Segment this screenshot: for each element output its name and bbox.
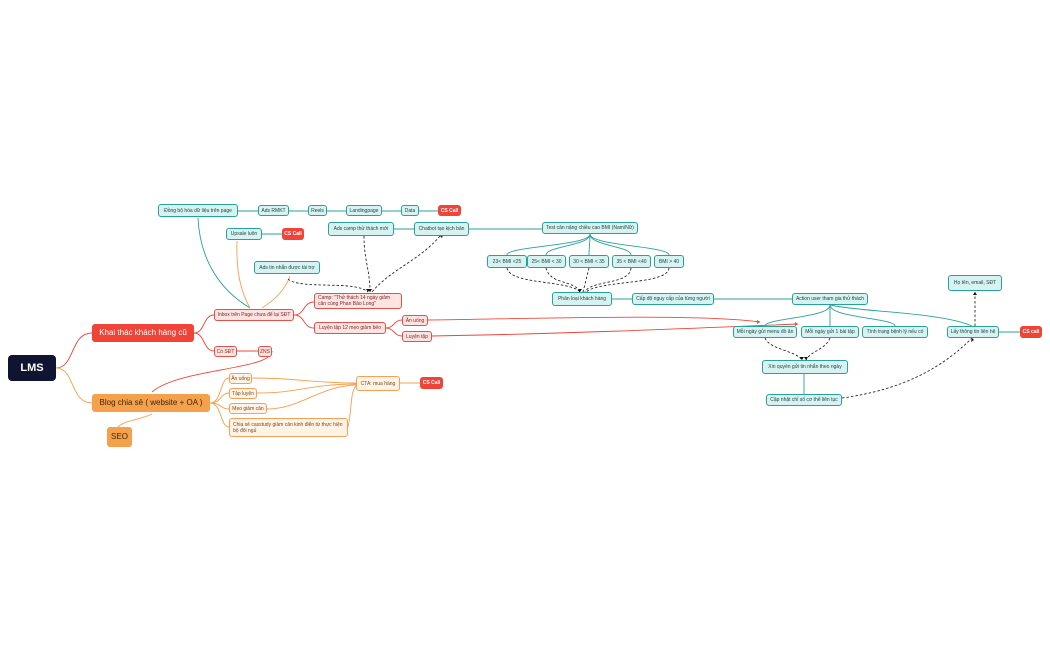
- luyen-tap-12-node[interactable]: Luyện tập 12 mẹo giảm béo: [314, 322, 386, 334]
- cs-call-data[interactable]: CS Call: [438, 205, 461, 216]
- inbox-node[interactable]: Inbox trên Page chưa để lại SĐT: [214, 309, 294, 321]
- moi-ngay-menu-node[interactable]: Mỗi ngày gửi menu đồ ăn: [733, 326, 797, 338]
- bmi-level-3[interactable]: 30 < BMI < 35: [569, 255, 609, 268]
- blog-tap-luyen-node[interactable]: Tập luyện: [229, 388, 257, 399]
- phan-loai-node[interactable]: Phân loại khách hàng: [552, 292, 612, 306]
- blog-an-uong-node[interactable]: Ăn uống: [229, 373, 252, 384]
- ho-ten-node[interactable]: Họ tên, email, SĐT: [948, 275, 1002, 291]
- branch-blog[interactable]: Blog chia sẻ ( website + OA ): [92, 394, 210, 412]
- bmi-level-4[interactable]: 35 < BMI <40: [612, 255, 651, 268]
- luyen-tap-node[interactable]: Luyện tập: [402, 331, 432, 342]
- moi-ngay-bai-tap-node[interactable]: Mỗi ngày gửi 1 bài tập: [801, 326, 859, 338]
- co-sdt-node[interactable]: Có SĐT: [214, 346, 237, 357]
- root-node[interactable]: LMS: [8, 355, 56, 381]
- branch-khai-thac[interactable]: Khai thác khách hàng cũ: [92, 324, 194, 342]
- cs-call-upsale[interactable]: CS Call: [282, 228, 304, 240]
- test-bmi-node[interactable]: Test cân nặng chiều cao BMI (Nam/Nữ): [542, 222, 638, 234]
- bmi-level-2[interactable]: 25< BMI < 30: [527, 255, 566, 268]
- bmi-level-1[interactable]: 23< BMI <25: [487, 255, 527, 268]
- blog-case-node[interactable]: Chia sẻ casstudy giảm cân kinh điển từ t…: [229, 418, 348, 437]
- bmi-level-5[interactable]: BMI > 40: [654, 255, 684, 268]
- cs-call-contact[interactable]: CS call: [1020, 326, 1042, 338]
- ads-camp-node[interactable]: Ads camp thử thách mới: [328, 222, 394, 236]
- blog-meo-node[interactable]: Mẹo giảm cân: [229, 403, 267, 414]
- upsale-node[interactable]: Upsale luôn: [226, 228, 262, 240]
- data-node[interactable]: Data: [401, 205, 419, 216]
- tinh-trang-node[interactable]: Tình trạng bệnh lý nếu có: [862, 326, 928, 338]
- cap-nhat-node[interactable]: Cập nhật chỉ số cơ thể liên tục: [766, 394, 842, 406]
- chatbot-node[interactable]: Chatbot tạo kịch bản: [414, 222, 469, 236]
- reels-node[interactable]: Reels: [308, 205, 327, 216]
- lay-thong-tin-node[interactable]: Lấy thông tin liên hệ: [947, 326, 999, 338]
- an-uong-node[interactable]: Ăn uống: [402, 315, 428, 326]
- seo-node[interactable]: SEO: [107, 427, 132, 447]
- xin-quyen-node[interactable]: Xin quyền gửi tin nhắn theo ngày: [762, 360, 848, 374]
- zns-node[interactable]: ZNS: [258, 346, 272, 357]
- cap-do-node[interactable]: Cấp độ nguy cấp của từng người: [632, 293, 714, 305]
- action-user-node[interactable]: Action user tham gia thử thách: [792, 293, 868, 305]
- dong-bo-node[interactable]: Đồng bộ hóa dữ liệu trên page: [158, 204, 238, 217]
- ads-tin-nhan-node[interactable]: Ads tin nhắn được tái trợ: [254, 261, 320, 274]
- landingpage-node[interactable]: Landingpage: [346, 205, 382, 216]
- cs-call-cta[interactable]: CS Call: [420, 377, 443, 389]
- camp-challenge-node[interactable]: Camp: "Thử thách 14 ngày giảm cân cùng P…: [314, 293, 402, 309]
- ads-rmkt-node[interactable]: Ads RMKT: [258, 205, 289, 216]
- cta-node[interactable]: CTA: mua hàng: [356, 376, 400, 391]
